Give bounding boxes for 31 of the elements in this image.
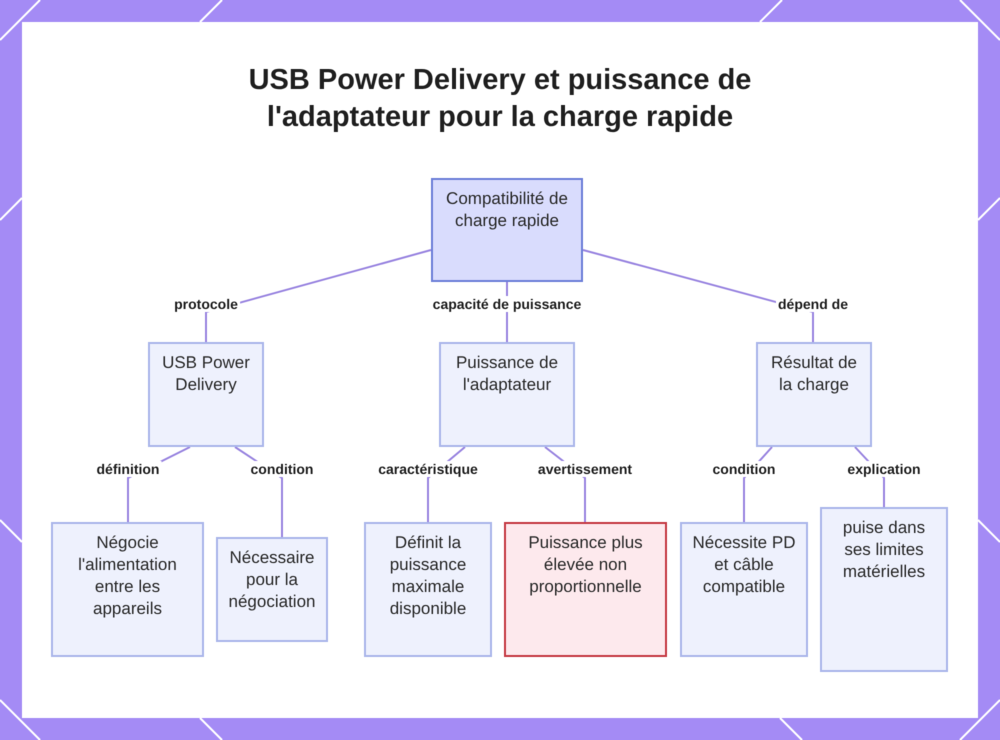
- title: USB Power Delivery et puissance de l'adaptateur pour la charge rapide: [248, 63, 752, 135]
- concept-box: [216, 537, 328, 642]
- concept-box: [148, 342, 264, 447]
- node-text: Puissance plus élevée non proportionnelle: [527, 532, 644, 598]
- concept-box: [756, 342, 872, 447]
- node-text: Puissance de l'adaptateur: [454, 352, 560, 396]
- connector-line: [205, 249, 432, 342]
- node-text: Résultat de la charge: [770, 352, 858, 396]
- node-text: USB Power Delivery: [161, 352, 251, 396]
- node-text: Compatibilité de charge rapide: [445, 188, 569, 232]
- concept-box: [431, 178, 583, 282]
- edge-label: explication: [845, 461, 923, 477]
- concept-box: [439, 342, 575, 447]
- edge-label: caractéristique: [376, 461, 480, 477]
- concept-box: [820, 507, 948, 672]
- node-text: Négocie l'alimentation entre les appareils: [77, 532, 178, 620]
- node-text: Définit la puissance maximale disponible: [388, 532, 468, 620]
- edge-label: dépend de: [776, 296, 850, 312]
- node-text: Nécessaire pour la négociation: [228, 547, 316, 613]
- node-text: Nécessite PD et câble compatible: [692, 532, 796, 598]
- edge-label: définition: [94, 461, 162, 477]
- edge-label: capacité de puissance: [430, 296, 584, 312]
- edge-label: condition: [248, 461, 316, 477]
- warning-box: [504, 522, 667, 657]
- node-text: puise dans ses limites matérielles: [842, 517, 926, 583]
- edge-label: condition: [710, 461, 778, 477]
- concept-box: [364, 522, 492, 657]
- concept-box: [680, 522, 808, 657]
- edge-label: avertissement: [536, 461, 634, 477]
- edge-label: protocole: [172, 296, 240, 312]
- concept-box: [51, 522, 204, 657]
